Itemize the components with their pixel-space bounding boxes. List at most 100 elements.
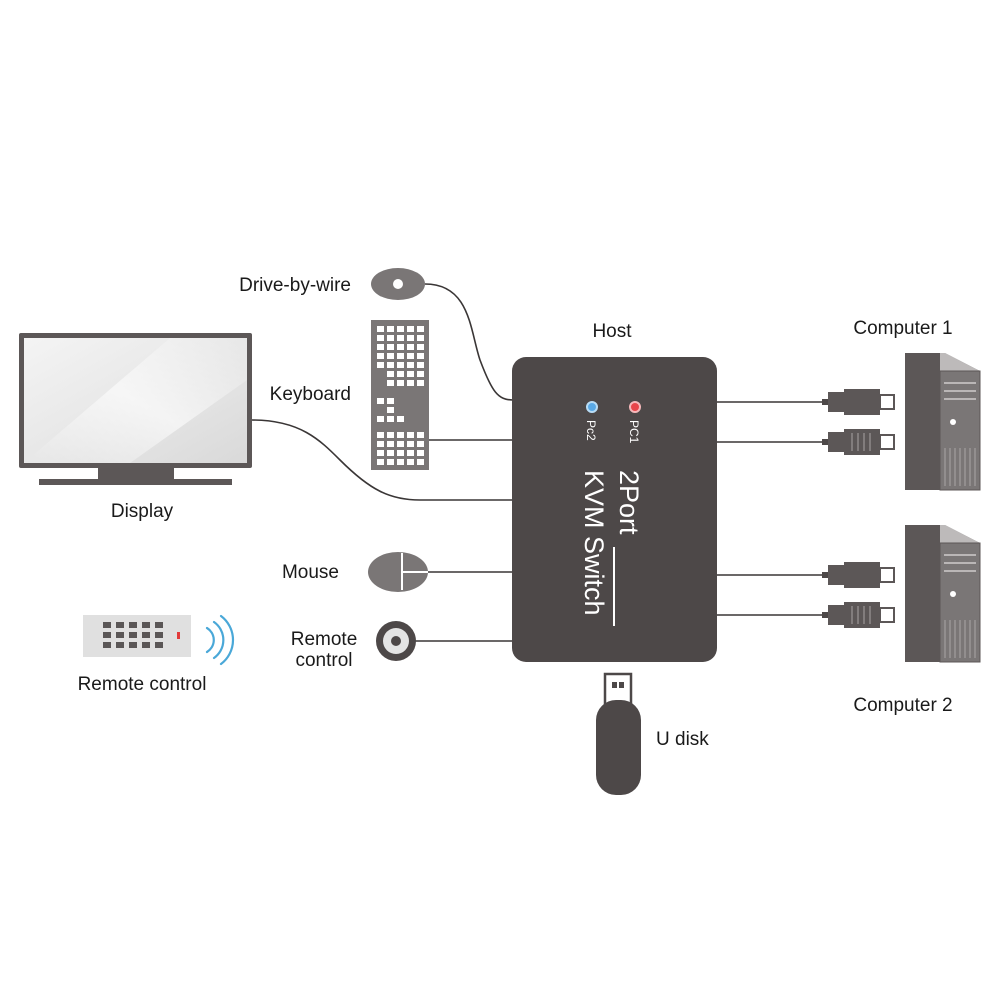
keyboard-keys bbox=[377, 326, 424, 465]
keyboard-key bbox=[407, 344, 414, 350]
keyboard-key bbox=[377, 459, 384, 465]
cables bbox=[251, 283, 822, 642]
keyboard-key bbox=[407, 335, 414, 341]
keyboard-key bbox=[417, 326, 424, 332]
keyboard-key bbox=[377, 416, 384, 422]
remote-key bbox=[155, 632, 163, 638]
keyboard-key bbox=[397, 344, 404, 350]
remote-key bbox=[116, 622, 124, 628]
remote-key bbox=[116, 632, 124, 638]
usb-drive-icon bbox=[596, 672, 641, 795]
remote-indicator bbox=[177, 632, 180, 639]
keyboard-key bbox=[407, 326, 414, 332]
keyboard-key bbox=[387, 432, 394, 438]
cable-drive bbox=[424, 283, 514, 401]
drive-icon bbox=[371, 268, 425, 300]
keyboard-key bbox=[387, 326, 394, 332]
keyboard-key bbox=[397, 335, 404, 341]
keyboard-key bbox=[387, 459, 394, 465]
led-pc1 bbox=[629, 401, 641, 413]
keyboard-key bbox=[397, 416, 404, 422]
keyboard-key bbox=[377, 362, 384, 368]
remote-key bbox=[116, 642, 124, 648]
usb-plug-icon bbox=[822, 602, 895, 628]
keyboard-key bbox=[407, 380, 414, 386]
remote-receiver-label-line1: Remote bbox=[291, 629, 358, 650]
wireless-signal-icon bbox=[205, 614, 235, 666]
keyboard-key bbox=[407, 362, 414, 368]
keyboard-key bbox=[387, 371, 394, 377]
remote-key bbox=[155, 642, 163, 648]
keyboard-label: Keyboard bbox=[270, 384, 351, 405]
keyboard-key bbox=[377, 441, 384, 447]
display-label: Display bbox=[111, 501, 174, 522]
keyboard-key bbox=[397, 450, 404, 456]
keyboard-key bbox=[397, 326, 404, 332]
usb-plug-icon bbox=[822, 389, 895, 415]
host-label: Host bbox=[592, 321, 632, 342]
keyboard-key bbox=[387, 416, 394, 422]
keyboard-icon bbox=[371, 320, 429, 470]
switch-title-line2: KVM Switch bbox=[579, 470, 609, 616]
keyboard-key bbox=[417, 344, 424, 350]
keyboard-key bbox=[397, 432, 404, 438]
keyboard-key bbox=[387, 441, 394, 447]
remote-icon bbox=[83, 615, 191, 657]
keyboard-key bbox=[417, 362, 424, 368]
remote-key bbox=[142, 632, 150, 638]
keyboard-key bbox=[397, 380, 404, 386]
keyboard-key bbox=[377, 450, 384, 456]
mouse-icon bbox=[368, 552, 428, 592]
keyboard-key bbox=[417, 450, 424, 456]
keyboard-key bbox=[377, 432, 384, 438]
remote-key bbox=[129, 622, 137, 628]
keyboard-key bbox=[417, 380, 424, 386]
keyboard-key bbox=[417, 353, 424, 359]
usb-plug-icon bbox=[822, 562, 895, 588]
keyboard-key bbox=[417, 371, 424, 377]
receiver-icon bbox=[376, 621, 416, 661]
remote-key bbox=[103, 622, 111, 628]
led-pc1-label: PC1 bbox=[627, 420, 641, 444]
keyboard-key bbox=[397, 441, 404, 447]
led-pc2-label: Pc2 bbox=[584, 420, 598, 441]
keyboard-key bbox=[377, 335, 384, 341]
keyboard-key bbox=[387, 450, 394, 456]
keyboard-key bbox=[407, 353, 414, 359]
keyboard-key bbox=[387, 398, 394, 404]
remote-control-label: Remote control bbox=[78, 674, 207, 695]
keyboard-key bbox=[407, 432, 414, 438]
keyboard-key bbox=[387, 344, 394, 350]
keyboard-key bbox=[377, 344, 384, 350]
computer2-label: Computer 2 bbox=[853, 695, 952, 716]
keyboard-key bbox=[397, 371, 404, 377]
remote-key bbox=[103, 642, 111, 648]
keyboard-key bbox=[417, 441, 424, 447]
remote-key bbox=[129, 632, 137, 638]
remote-key bbox=[129, 642, 137, 648]
remote-keys bbox=[103, 622, 163, 648]
kvm-switch: Pc2 PC1 2Port KVM Switch bbox=[512, 357, 717, 662]
keyboard-key bbox=[387, 380, 394, 386]
keyboard-key bbox=[407, 459, 414, 465]
switch-title-line1: 2Port bbox=[614, 470, 644, 535]
u-disk-label: U disk bbox=[656, 729, 709, 750]
keyboard-key bbox=[377, 326, 384, 332]
tower-pc-icon bbox=[905, 525, 981, 663]
keyboard-key bbox=[407, 450, 414, 456]
keyboard-key bbox=[377, 353, 384, 359]
monitor-icon bbox=[19, 333, 252, 485]
remote-key bbox=[103, 632, 111, 638]
keyboard-key bbox=[387, 335, 394, 341]
led-pc2 bbox=[586, 401, 598, 413]
tower-pc-icon bbox=[905, 353, 981, 491]
keyboard-key bbox=[397, 353, 404, 359]
keyboard-key bbox=[417, 432, 424, 438]
keyboard-key bbox=[397, 362, 404, 368]
remote-key bbox=[142, 642, 150, 648]
keyboard-key bbox=[417, 335, 424, 341]
mouse-label: Mouse bbox=[282, 562, 339, 583]
usb-plug-icon bbox=[822, 429, 895, 455]
remote-receiver-label-line2: control bbox=[295, 650, 352, 671]
